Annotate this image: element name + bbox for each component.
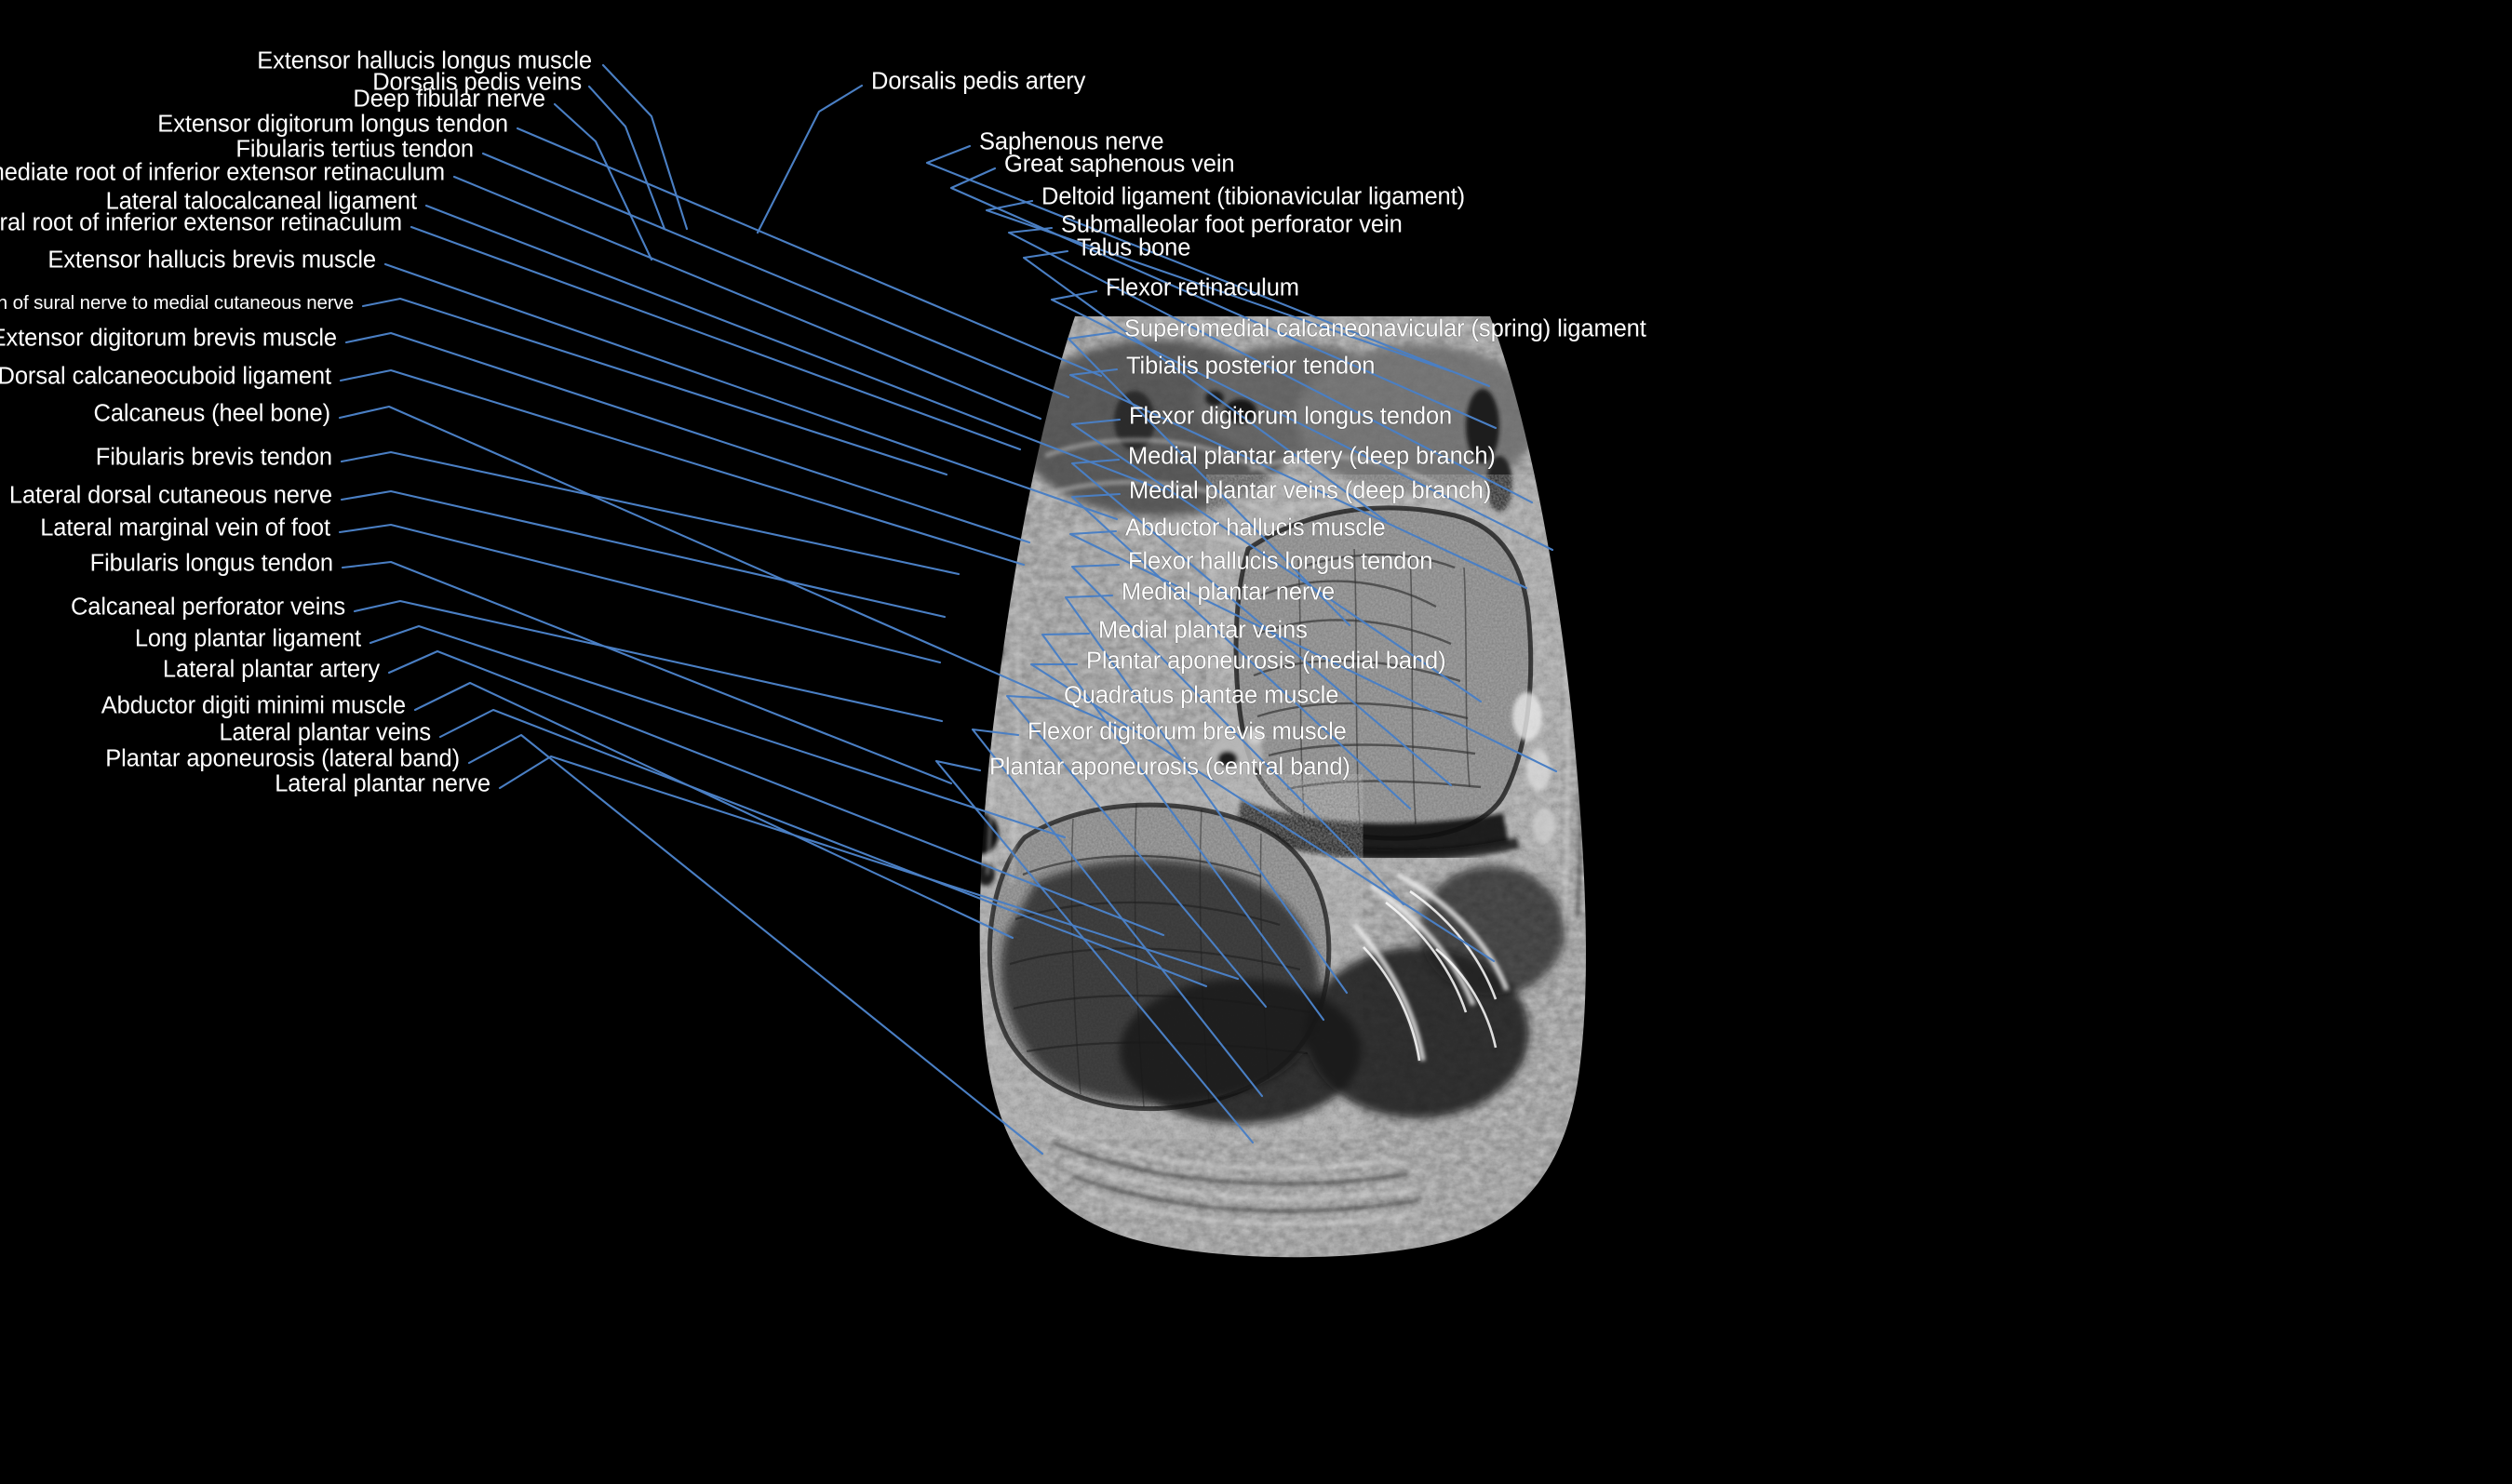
anatomy-label-flexor-retinaculum: Flexor retinaculum [1106, 274, 1299, 301]
anatomy-label-medial-plantar-veins-deep-branch: Medial plantar veins (deep branch) [1129, 477, 1492, 504]
anatomy-label-abductor-digiti-minimi-muscle: Abductor digiti minimi muscle [101, 692, 406, 719]
leader-line-dorsalis-pedis-artery [756, 84, 864, 234]
anatomy-label-quadratus-plantae-muscle: Quadratus plantae muscle [1064, 682, 1339, 709]
leader-line-dorsal-calcaneocuboid-ligament [339, 368, 1026, 567]
anatomy-label-anastomotic-branch-of-sural-nerve-to-medial-cutaneous-nerve: Anastomotic branch of sural nerve to med… [0, 291, 354, 314]
anatomy-label-dorsalis-pedis-veins: Dorsalis pedis veins [372, 69, 582, 96]
anatomy-label-fibularis-longus-tendon: Fibularis longus tendon [89, 550, 333, 577]
anatomy-label-calcaneus-heel-bone: Calcaneus (heel bone) [93, 400, 331, 427]
anatomy-label-lateral-talocalcaneal-ligament: Lateral talocalcaneal ligament [105, 188, 417, 215]
leader-line-lateral-marginal-vein-of-foot [338, 523, 942, 664]
leader-line-extensor-hallucis-longus-muscle [601, 63, 689, 231]
leader-line-dorsalis-pedis-veins [587, 85, 666, 231]
anatomy-label-calcaneal-perforator-veins: Calcaneal perforator veins [70, 594, 345, 621]
anatomy-label-plantar-aponeurosis-medial-band: Plantar aponeurosis (medial band) [1086, 648, 1446, 675]
anatomy-label-lateral-plantar-nerve: Lateral plantar nerve [275, 770, 490, 797]
anatomy-label-extensor-hallucis-brevis-muscle: Extensor hallucis brevis muscle [47, 247, 376, 274]
anatomy-label-plantar-aponeurosis-central-band: Plantar aponeurosis (central band) [989, 754, 1350, 781]
anatomy-label-submalleolar-foot-perforator-vein: Submalleolar foot perforator vein [1061, 211, 1403, 238]
anatomy-label-medial-plantar-veins: Medial plantar veins [1098, 617, 1308, 644]
anatomy-label-saphenous-nerve: Saphenous nerve [979, 128, 1164, 155]
anatomy-label-lateral-plantar-veins: Lateral plantar veins [219, 719, 431, 746]
anatomy-label-fibularis-tertius-tendon: Fibularis tertius tendon [235, 136, 474, 163]
anatomy-label-deltoid-ligament-tibionavicular-ligament: Deltoid ligament (tibionavicular ligamen… [1041, 183, 1466, 210]
anatomy-label-medial-plantar-artery-deep-branch: Medial plantar artery (deep branch) [1128, 443, 1496, 470]
anatomy-label-flexor-digitorum-longus-tendon: Flexor digitorum longus tendon [1129, 403, 1453, 430]
anatomy-label-dorsalis-pedis-artery: Dorsalis pedis artery [871, 68, 1086, 95]
anatomy-label-tibialis-posterior-tendon: Tibialis posterior tendon [1126, 353, 1376, 380]
anatomy-label-flexor-hallucis-longus-tendon: Flexor hallucis longus tendon [1128, 548, 1433, 575]
leader-line-deep-fibular-nerve [553, 102, 653, 261]
anatomy-label-talus-bone: Talus bone [1077, 234, 1191, 261]
anatomy-label-abductor-hallucis-muscle: Abductor hallucis muscle [1125, 515, 1386, 541]
leader-line-lateral-dorsal-cutaneous-nerve [340, 489, 947, 619]
leader-line-abductor-digiti-minimi-muscle [413, 681, 1014, 940]
anatomy-label-superomedial-calcaneonavicular-spring-ligament: Superomedial calcaneonavicular (spring) … [1124, 315, 1646, 342]
anatomy-label-dorsal-calcaneocuboid-ligament: Dorsal calcaneocuboid ligament [0, 363, 331, 390]
anatomy-label-fibularis-brevis-tendon: Fibularis brevis tendon [95, 444, 332, 471]
leader-line-fibularis-brevis-tendon [340, 450, 960, 576]
anatomy-label-great-saphenous-vein: Great saphenous vein [1004, 151, 1235, 178]
leader-line-extensor-digitorum-brevis-muscle [344, 331, 1031, 544]
anatomy-label-long-plantar-ligament: Long plantar ligament [134, 625, 361, 652]
anatomy-label-intermediate-root-of-inferior-extensor-retinaculum: Intermediate root of inferior extensor r… [0, 159, 445, 186]
anatomy-label-extensor-digitorum-longus-tendon: Extensor digitorum longus tendon [157, 111, 508, 138]
anatomy-label-deep-fibular-nerve: Deep fibular nerve [353, 86, 545, 113]
anatomy-label-plantar-aponeurosis-lateral-band: Plantar aponeurosis (lateral band) [105, 745, 460, 772]
anatomy-label-lateral-dorsal-cutaneous-nerve: Lateral dorsal cutaneous nerve [8, 482, 332, 509]
anatomy-label-lateral-plantar-artery: Lateral plantar artery [162, 656, 380, 683]
anatomy-label-extensor-hallucis-longus-muscle: Extensor hallucis longus muscle [257, 47, 592, 74]
leader-line-calcaneal-perforator-veins [353, 599, 944, 723]
anatomy-label-flexor-digitorum-brevis-muscle: Flexor digitorum brevis muscle [1028, 718, 1347, 745]
anatomy-label-lateral-marginal-vein-of-foot: Lateral marginal vein of foot [40, 515, 330, 541]
leader-line-lateral-root-of-inferior-extensor-retinaculum [410, 225, 1022, 451]
leader-line-anastomotic-branch-of-sural-nerve-to-medial-cutaneous-nerve [361, 297, 948, 476]
anatomy-label-extensor-digitorum-brevis-muscle: Extensor digitorum brevis muscle [0, 325, 337, 352]
anatomy-label-medial-plantar-nerve: Medial plantar nerve [1122, 579, 1336, 606]
anatomy-label-lateral-root-of-inferior-extensor-retinaculum: Lateral root of inferior extensor retina… [0, 209, 402, 236]
